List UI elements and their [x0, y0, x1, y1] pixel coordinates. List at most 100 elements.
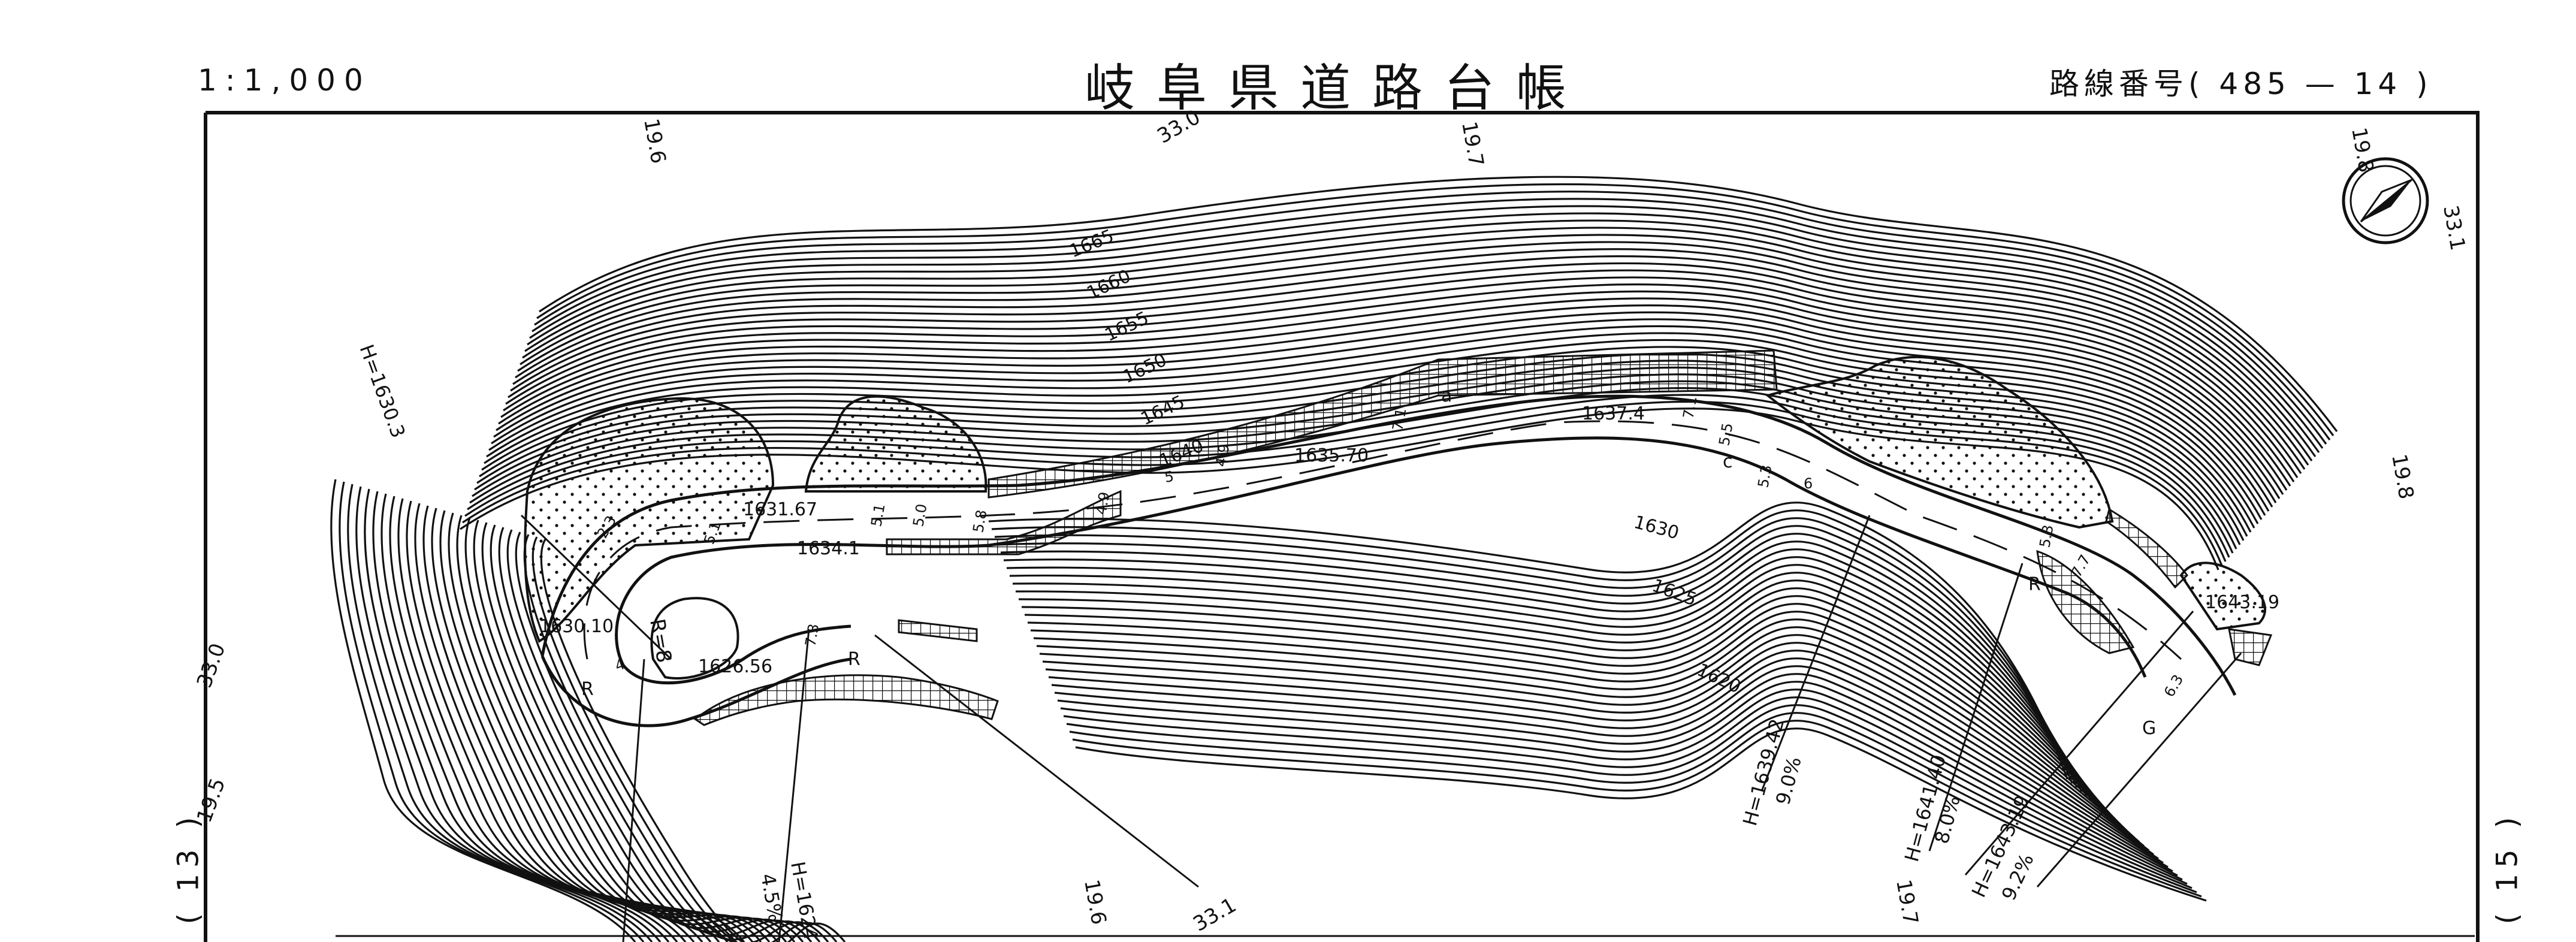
- contour-line: [1057, 681, 2178, 877]
- edge-label: 33.1: [1189, 893, 1241, 936]
- road-width-label: 5.0: [910, 503, 930, 528]
- contour-line: [490, 524, 796, 942]
- edge-label: 19.6: [1079, 878, 1111, 926]
- road-width-label: 6: [1804, 475, 1813, 492]
- contour-line: [1048, 657, 2164, 864]
- contour-line: [1009, 556, 2102, 809]
- road-width-label: 4.9: [1092, 491, 1113, 516]
- map-symbol: G: [2142, 718, 2156, 739]
- contour-line: [1021, 587, 2121, 826]
- edge-label: 33.1: [2438, 204, 2470, 252]
- contour-line: [473, 520, 779, 942]
- edge-label: 19.7: [1457, 120, 1488, 168]
- retaining-wall: [987, 349, 1778, 499]
- fill-area: [1765, 355, 2114, 529]
- road-width-label: 7.1: [1680, 395, 1700, 420]
- fill-area: [804, 395, 987, 493]
- contour-label: 1630: [1632, 512, 1681, 544]
- contour-line: [1069, 712, 2197, 893]
- edge-label: 19.5: [192, 775, 230, 826]
- contour-line: [1012, 564, 2107, 813]
- road-width-label: 6.3: [2161, 672, 2187, 700]
- contour-line: [481, 522, 787, 942]
- contour-line: [1075, 727, 2207, 902]
- contour-line: [1024, 595, 2126, 831]
- contour-line: [1063, 696, 2188, 885]
- contour-line: [1054, 673, 2173, 872]
- map-symbol: R: [848, 649, 860, 670]
- road-width-label: 5.3: [1754, 464, 1775, 489]
- spot-elevation: 1643.19: [2205, 592, 2279, 613]
- contour-line: [515, 532, 821, 942]
- contour-line: [1042, 642, 2154, 856]
- contour-line: [1000, 533, 2088, 796]
- contour-line: [991, 509, 2073, 784]
- spot-elevation: 1630.10: [539, 616, 614, 637]
- map-symbol: R: [581, 679, 594, 700]
- contour-line: [498, 297, 2277, 503]
- contour-line: [529, 205, 2324, 449]
- contour-line: [1033, 618, 2140, 843]
- route-number: 路線番号( 485 — 14 ): [2049, 67, 2433, 101]
- contour-line: [1036, 626, 2145, 847]
- contour-line: [355, 486, 662, 942]
- contour-line: [491, 318, 2266, 516]
- road-width-label: 5: [1163, 468, 1175, 486]
- edge-label: 19.6: [639, 117, 671, 165]
- contour-line: [512, 255, 2299, 478]
- page-title: 岐阜県道路台帳: [1085, 59, 1589, 117]
- contour-line: [486, 332, 2259, 524]
- contour-line: [1027, 603, 2131, 835]
- contour-line: [994, 517, 2078, 788]
- map-scale: 1:1,000: [198, 63, 372, 98]
- map-frame: [204, 111, 2480, 942]
- contour-line: [505, 276, 2288, 491]
- contour-line: [506, 529, 813, 942]
- contour-line: [534, 191, 2331, 440]
- road-width-label: 5.1: [868, 503, 888, 528]
- map-symbol: c: [1723, 451, 1733, 472]
- contour-line: [524, 219, 2317, 457]
- road-width-label: 7.3: [802, 623, 822, 648]
- contour-line: [496, 304, 2273, 508]
- contour-lines: [330, 176, 2338, 942]
- contour-line: [997, 525, 2083, 792]
- map-symbol: a: [1441, 385, 1452, 406]
- road-width-label: 5.3: [2036, 524, 2056, 549]
- contour-line: [339, 481, 645, 942]
- contour-line: [527, 212, 2320, 453]
- contour-line: [522, 227, 2313, 461]
- curve-radius: R=8: [645, 617, 676, 665]
- contour-line: [1006, 548, 2097, 805]
- contour-line: [1018, 579, 2116, 822]
- contour-line: [988, 502, 2068, 780]
- grade-percent: 4.5%: [756, 872, 787, 924]
- contour-label: 1660: [1084, 265, 1134, 304]
- contour-line: [498, 527, 804, 942]
- retaining-wall: [898, 619, 978, 642]
- contour-line: [539, 176, 2338, 432]
- edge-label: 19.8: [2347, 126, 2378, 174]
- spot-elevation: 1626.56: [698, 656, 772, 677]
- contour-line: [1066, 704, 2193, 889]
- contour-line: [347, 484, 653, 942]
- retaining-wall: [2105, 508, 2273, 666]
- contour-line: [488, 325, 2263, 520]
- contour-line: [531, 198, 2327, 445]
- contour-line: [536, 183, 2335, 436]
- contour-line: [1039, 634, 2149, 852]
- contour-line: [510, 262, 2295, 482]
- contour-line: [1072, 720, 2202, 898]
- contour-line: [464, 517, 771, 942]
- contour-line: [503, 283, 2284, 495]
- contour-line: [1051, 665, 2169, 868]
- contour-line: [517, 241, 2306, 470]
- edge-label: 33.0: [192, 640, 230, 691]
- contour-line: [515, 248, 2302, 474]
- grade-elevation: H=1630.3: [355, 342, 409, 441]
- north-arrow-icon: [2342, 157, 2429, 244]
- spot-elevation: 1635.70: [1294, 445, 1369, 466]
- edge-label: 19.7: [1891, 878, 1923, 926]
- contour-line: [1045, 650, 2159, 860]
